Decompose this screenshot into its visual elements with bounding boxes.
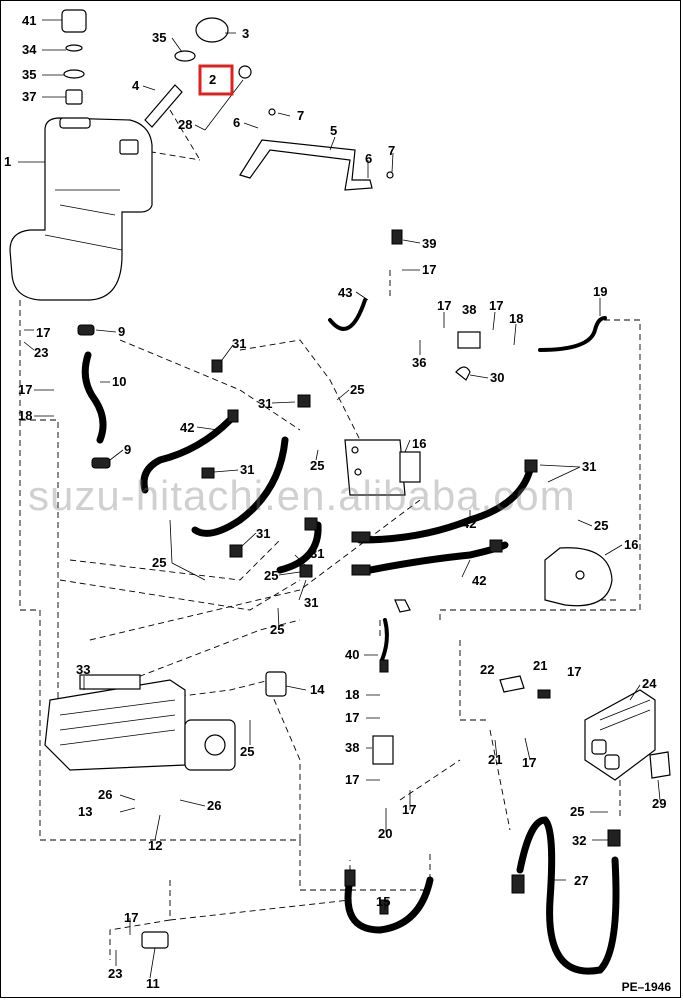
callout: 35 (22, 67, 36, 82)
callout: 31 (310, 546, 324, 561)
callout: 17 (345, 710, 359, 725)
callout: 17 (489, 298, 503, 313)
callout: 43 (338, 285, 352, 300)
callout: 25 (570, 804, 584, 819)
callout: 38 (345, 740, 359, 755)
callout: 26 (98, 787, 112, 802)
callout: 16 (624, 537, 638, 552)
callout: 12 (148, 838, 162, 853)
hoses (81, 298, 620, 975)
callout: 25 (350, 382, 364, 397)
callout: 17 (437, 298, 451, 313)
callout: 31 (240, 462, 254, 477)
callout: 23 (108, 966, 122, 981)
callout: 21 (488, 752, 502, 767)
callout: 18 (18, 408, 32, 423)
callout: 27 (574, 873, 588, 888)
callout: 14 (310, 682, 325, 697)
callout: 9 (118, 324, 125, 339)
callout: 32 (572, 833, 586, 848)
callout: 18 (509, 311, 523, 326)
callout: 39 (422, 236, 436, 251)
callout: 31 (304, 595, 318, 610)
callout: 42 (472, 573, 486, 588)
callout: 25 (152, 555, 166, 570)
callout: 36 (412, 355, 426, 370)
callout: 17 (567, 664, 581, 679)
callout: 29 (652, 796, 666, 811)
callout: 17 (18, 382, 32, 397)
callout: 25 (310, 458, 324, 473)
callout: 31 (232, 336, 246, 351)
callout: 37 (22, 89, 36, 104)
hydraulic-pump-assembly (44, 674, 236, 771)
callout: 34 (22, 42, 37, 57)
callout: 22 (480, 662, 494, 677)
callout: 24 (642, 676, 657, 691)
callout: 13 (78, 804, 92, 819)
callout: 17 (522, 755, 536, 770)
callout-labels: 41 34 35 37 1 35 3 2 4 28 6 7 5 6 7 39 1… (4, 13, 666, 991)
callout: 17 (422, 262, 436, 277)
callout: 17 (124, 910, 138, 925)
callout: 23 (34, 345, 48, 360)
callout: 1 (4, 154, 11, 169)
callout: 42 (462, 516, 476, 531)
callout: 38 (462, 302, 476, 317)
filler-cap-stack (61, 9, 252, 131)
callout: 17 (345, 772, 359, 787)
fittings (77, 229, 671, 949)
callout: 18 (345, 687, 359, 702)
callout: 7 (297, 108, 304, 123)
callout: 31 (582, 459, 596, 474)
figure-id: PE–1946 (621, 980, 671, 994)
watermark-text: suzu-hitachi.en.alibaba.com (28, 472, 576, 519)
callout: 30 (490, 370, 504, 385)
callout: 16 (412, 436, 426, 451)
control-valve (584, 689, 656, 781)
callout: 5 (330, 123, 337, 138)
callout: 10 (112, 374, 126, 389)
callout: 40 (345, 647, 359, 662)
hydraulic-motors (344, 439, 613, 607)
callout: 25 (264, 568, 278, 583)
callout: 11 (146, 976, 160, 991)
callout: 3 (242, 26, 249, 41)
callout: 21 (533, 658, 547, 673)
mounting-bracket (239, 108, 394, 191)
callout: 25 (594, 518, 608, 533)
leader-lines (18, 19, 661, 979)
callout: 33 (76, 662, 90, 677)
callout: 7 (388, 143, 395, 158)
callout: 41 (22, 13, 36, 28)
callout: 19 (593, 284, 607, 299)
callout: 15 (376, 894, 390, 909)
callout: 35 (152, 30, 166, 45)
hydraulic-tank (9, 117, 153, 301)
callout: 6 (365, 151, 372, 166)
callout: 17 (36, 325, 50, 340)
callout: 2 (209, 72, 216, 87)
callout: 31 (256, 526, 270, 541)
callout: 42 (180, 420, 194, 435)
callout: 6 (233, 115, 240, 130)
callout: 25 (240, 744, 254, 759)
callout: 20 (378, 826, 392, 841)
callout: 28 (178, 117, 192, 132)
callout: 31 (258, 396, 272, 411)
callout: 26 (207, 798, 221, 813)
callout: 9 (124, 442, 131, 457)
callout: 4 (132, 78, 140, 93)
callout: 17 (402, 802, 416, 817)
highlight-box (198, 64, 234, 96)
callout: 25 (270, 622, 284, 637)
